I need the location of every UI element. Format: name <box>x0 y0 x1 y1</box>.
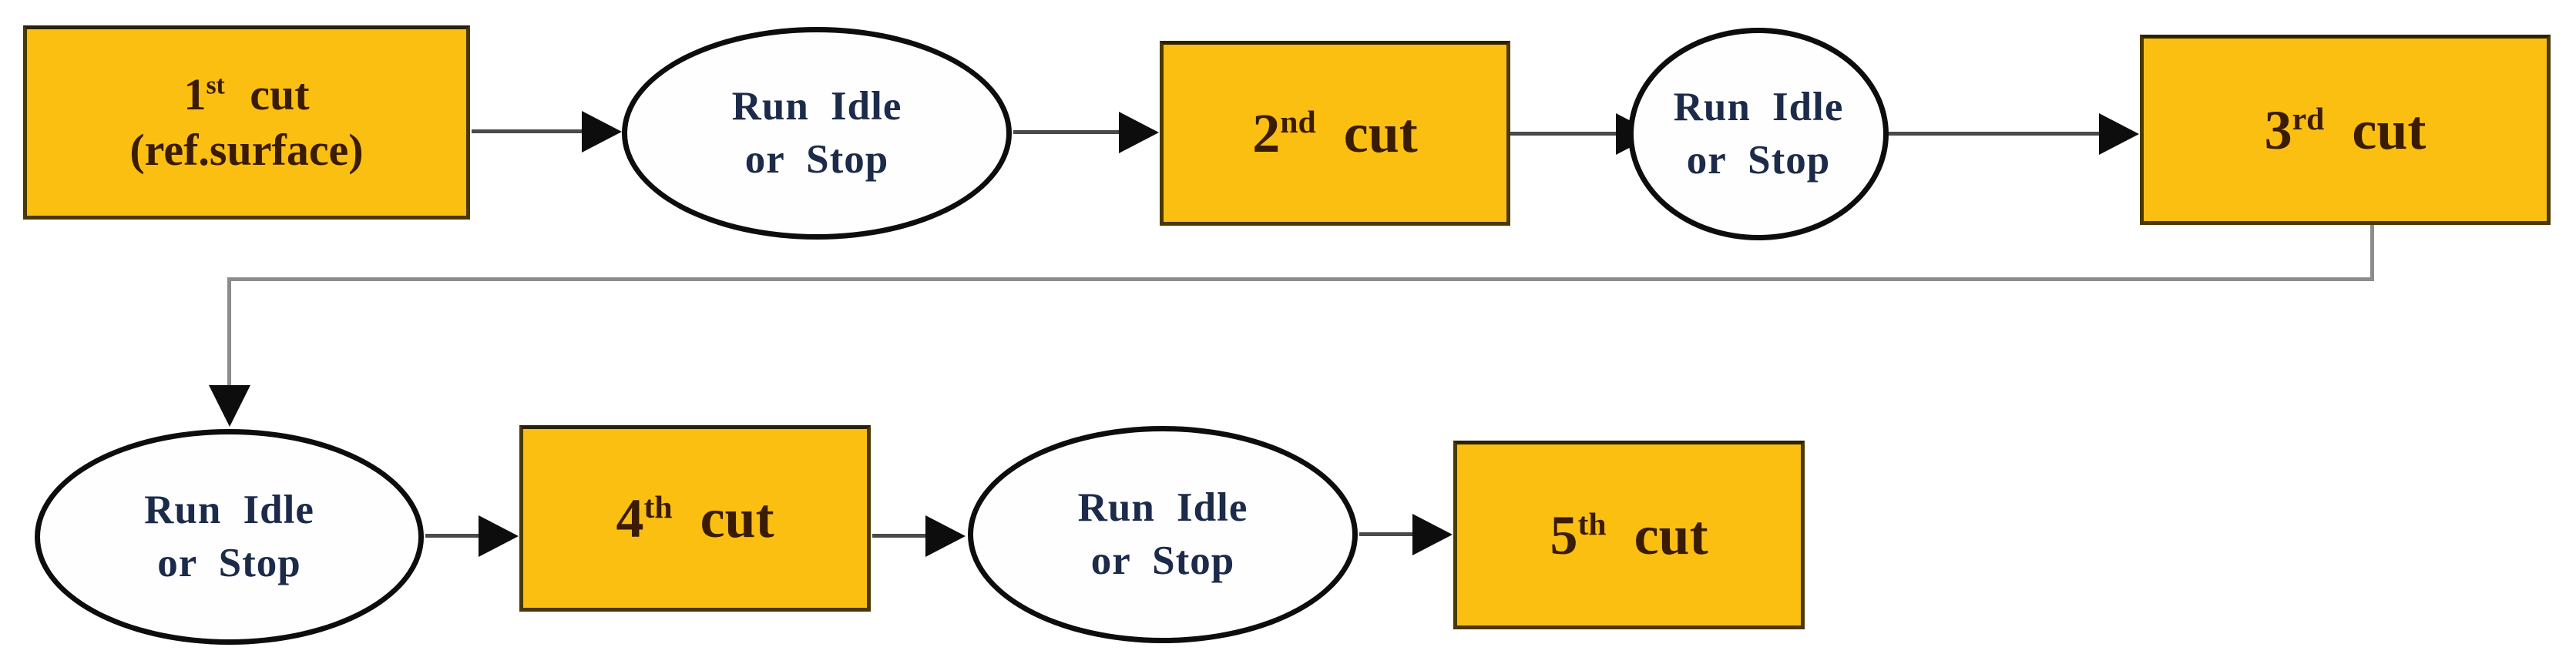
process-box-1st-cut: 1st cut (ref.surface) <box>23 25 470 220</box>
ellipse-line-2: or Stop <box>1090 538 1235 583</box>
connector-down-from-box3 <box>2370 225 2374 281</box>
box-label: 2nd cut <box>1252 102 1418 164</box>
box-label: 3rd cut <box>2264 99 2427 161</box>
box-sublabel: (ref.surface) <box>129 125 364 175</box>
ellipse-line-2: or Stop <box>1686 138 1831 183</box>
ellipse-line-2: or Stop <box>744 137 889 182</box>
ellipse-line-1: Run Idle <box>144 488 314 533</box>
arrowhead-ellipse3-to-box4 <box>479 515 519 557</box>
state-ellipse-run-idle-1: Run Idle or Stop <box>622 27 1012 240</box>
ellipse-line-1: Run Idle <box>1077 485 1248 531</box>
box-label: 4th cut <box>616 488 774 549</box>
process-box-2nd-cut: 2nd cut <box>1160 41 1510 226</box>
process-box-3rd-cut: 3rd cut <box>2140 35 2551 225</box>
state-ellipse-run-idle-3: Run Idle or Stop <box>35 429 424 645</box>
connector-down-to-ellipse3 <box>227 277 231 385</box>
ordinal-suffix: th <box>643 490 673 525</box>
box-label: 1st cut <box>183 69 310 119</box>
ellipse-line-1: Run Idle <box>731 84 902 129</box>
ellipse-line-1: Run Idle <box>1673 85 1844 130</box>
arrow-shaft-ellipse3-to-box4 <box>425 534 481 538</box>
ellipse-line-2: or Stop <box>157 541 301 585</box>
arrow-shaft-box2-to-ellipse2 <box>1510 132 1618 136</box>
arrowhead-down-to-ellipse3 <box>209 385 250 427</box>
ordinal-suffix: st <box>206 71 225 100</box>
process-box-5th-cut: 5th cut <box>1453 441 1805 629</box>
arrow-shaft-box4-to-ellipse4 <box>872 534 928 538</box>
arrow-shaft-ellipse4-to-box5 <box>1359 532 1415 536</box>
arrow-shaft-ellipse1-to-box2 <box>1013 130 1121 134</box>
arrowhead-box1-to-ellipse1 <box>582 111 622 153</box>
arrow-shaft-box1-to-ellipse1 <box>472 129 584 133</box>
arrowhead-ellipse2-to-box3 <box>2099 113 2139 155</box>
process-box-4th-cut: 4th cut <box>519 425 871 612</box>
arrowhead-box4-to-ellipse4 <box>925 515 966 557</box>
ordinal-suffix: rd <box>2292 101 2325 137</box>
arrow-shaft-ellipse2-to-box3 <box>1889 132 2101 136</box>
connector-horizontal-row-return <box>227 277 2374 281</box>
box-label: 5th cut <box>1550 504 1708 566</box>
state-ellipse-run-idle-4: Run Idle or Stop <box>968 426 1358 643</box>
arrowhead-ellipse1-to-box2 <box>1119 112 1159 153</box>
arrowhead-ellipse4-to-box5 <box>1412 514 1453 555</box>
ordinal-suffix: th <box>1577 506 1607 542</box>
state-ellipse-run-idle-2: Run Idle or Stop <box>1628 28 1889 240</box>
ordinal-suffix: nd <box>1280 105 1316 140</box>
